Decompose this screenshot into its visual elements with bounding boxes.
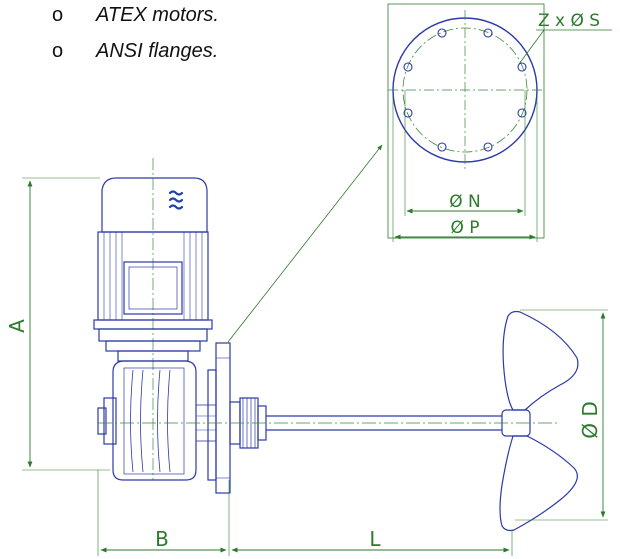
- propeller-blade-lower: [499, 435, 578, 532]
- feature-item: o ATEX motors.: [52, 4, 219, 27]
- gearbox-housing: [112, 360, 197, 481]
- propeller-blade-upper: [502, 310, 579, 411]
- bolt-holes: [403, 28, 527, 152]
- bolt-circle-label: Ø N: [449, 192, 481, 212]
- wall-flange: [215, 342, 231, 494]
- feature-text: ANSI flanges.: [96, 40, 219, 62]
- input-coupling: [103, 397, 117, 445]
- flange-to-motor-label: B: [155, 527, 169, 551]
- flange-holes-label: Z x Ø S: [538, 11, 600, 31]
- feature-text: ATEX motors.: [96, 4, 219, 26]
- height-label: A: [5, 319, 29, 333]
- terminal-box: [123, 261, 183, 315]
- bullet-mark: o: [52, 4, 64, 26]
- motor-fan-cover: [101, 177, 208, 233]
- flange-detail-view: Z x Ø S Ø N Ø P: [387, 3, 612, 242]
- flange-diameter-label: Ø P: [450, 218, 479, 238]
- bullet-mark: o: [52, 40, 64, 62]
- feature-item: o ANSI flanges.: [52, 40, 218, 63]
- wave-logo-icon: [168, 190, 184, 210]
- shaft-length-label: L: [369, 527, 381, 551]
- propeller-diameter-label: Ø D: [578, 401, 602, 439]
